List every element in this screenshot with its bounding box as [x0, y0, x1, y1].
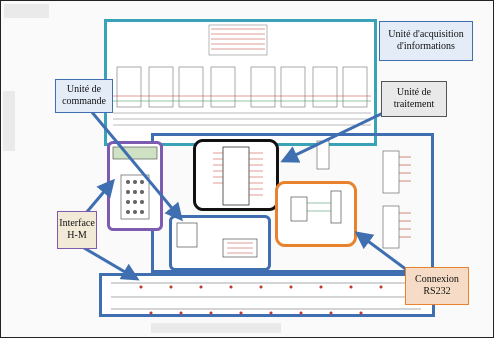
output-strip-box: [99, 273, 435, 317]
label-control-unit: Unité de commande: [55, 79, 113, 113]
label-acquisition-unit: Unité d'acquisition d'informations: [379, 21, 473, 61]
arrow-interface-bottom: [78, 243, 140, 281]
arrow-commande: [89, 110, 183, 222]
label-traitement-text: Unité de traitement: [393, 87, 435, 110]
label-interface-text: Interface H-M: [59, 218, 95, 241]
background-artifact-top: [4, 4, 49, 18]
background-artifact-bottom: [151, 323, 281, 333]
arrow-connexion: [354, 231, 412, 275]
label-acquisition-text: Unité d'acquisition d'informations: [388, 29, 464, 52]
arrow-traitement: [280, 111, 384, 163]
label-processing-unit: Unité de traitement: [381, 81, 447, 117]
connector-blocks: [316, 140, 411, 249]
rs232-box: [275, 181, 357, 247]
sensor-channels: [113, 66, 371, 126]
label-hmi-interface: Interface H-M: [57, 211, 97, 249]
background-artifact-left: [3, 91, 15, 151]
label-commande-text: Unité de commande: [62, 84, 106, 107]
label-rs232-connection: Connexion RS232: [405, 267, 469, 305]
led-rows: [111, 282, 421, 315]
label-connexion-text: Connexion RS232: [415, 274, 459, 297]
resistor-array-top: [208, 24, 268, 56]
